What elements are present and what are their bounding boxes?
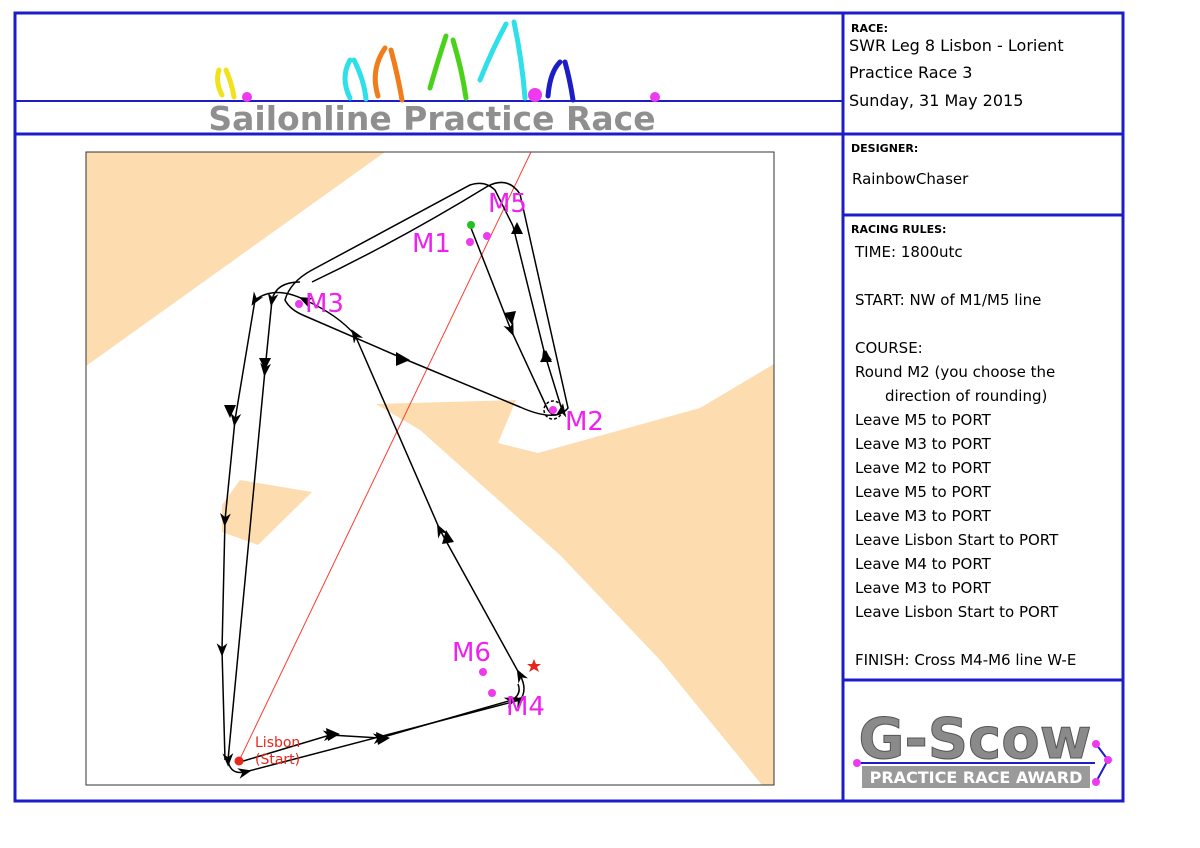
m6-buoy-icon	[479, 668, 487, 676]
sail-orange-icon	[372, 45, 405, 103]
rules-course-item: Leave Lisbon Start to PORT	[855, 603, 1059, 621]
start-label-line2: (Start)	[255, 752, 300, 768]
sail-green-icon	[427, 33, 469, 101]
sail-cyan-icon	[342, 57, 369, 102]
arrow-icon	[504, 311, 516, 325]
sail-yellow-icon	[215, 67, 237, 100]
race-line-2: Practice Race 3	[849, 63, 972, 82]
buoy-1-icon	[242, 92, 252, 102]
m3-buoy-icon	[295, 300, 303, 308]
land-north	[86, 152, 385, 366]
mark-label-m3: M3	[305, 289, 344, 319]
leg-m3-to-start	[216, 281, 528, 779]
mark-label-m2: M2	[565, 407, 604, 437]
sail-blue-icon	[545, 59, 576, 103]
map-border	[85, 151, 775, 786]
leg-start-to-m4	[239, 683, 520, 763]
buoy-3-icon	[650, 92, 660, 102]
rules-course-item: Leave Lisbon Start to PORT	[855, 531, 1059, 549]
award-subtitle: PRACTICE RACE AWARD	[870, 768, 1083, 787]
rules-course-item: Leave M2 to PORT	[855, 459, 992, 477]
rules-course-item: Leave M4 to PORT	[855, 555, 992, 573]
outer-frame	[13, 11, 1125, 803]
award-buoy-icon	[1092, 778, 1100, 786]
header-title: Sailonline Practice Race	[208, 99, 655, 138]
mark-label-m4: M4	[506, 692, 545, 722]
rules-finish: FINISH: Cross M4-M6 line W-E	[855, 651, 1076, 669]
rules-time: TIME: 1800utc	[854, 243, 963, 261]
arrow-icon	[511, 222, 523, 234]
arrow-icon	[396, 352, 410, 366]
m2-rounding-icon	[543, 400, 563, 420]
leg-m5-to-m3-outer	[284, 181, 569, 416]
award-buoy-icon	[1104, 756, 1112, 764]
award-logo: G-Scow PRACTICE RACE AWARD	[853, 707, 1112, 788]
rules-course-item: Round M2 (you choose the	[855, 363, 1055, 381]
mark-labels: M1 M5 M3 M2 M6 M4	[305, 189, 604, 722]
mark-label-m6: M6	[452, 638, 491, 668]
designer-name: RainbowChaser	[852, 170, 969, 188]
buoy-2-icon	[528, 88, 542, 102]
m5-buoy-icon	[483, 232, 491, 240]
sail-cyan-big-icon	[477, 19, 528, 101]
start-label-line1: Lisbon	[255, 735, 300, 751]
rules-course-item: Leave M3 to PORT	[855, 435, 992, 453]
m4-buoy-icon	[488, 689, 496, 697]
m2-buoy-icon	[549, 406, 557, 414]
rules-course-item: direction of rounding)	[885, 387, 1047, 405]
designer-heading: DESIGNER:	[851, 142, 918, 155]
mark-label-m5: M5	[488, 189, 527, 219]
sailboats-logo	[215, 19, 660, 103]
race-line-1: SWR Leg 8 Lisbon - Lorient	[849, 36, 1064, 55]
route-arrows	[224, 222, 552, 745]
mark-label-m1: M1	[412, 229, 451, 259]
rules-course-item: Leave M5 to PORT	[855, 483, 992, 501]
m1-buoy-icon	[466, 238, 474, 246]
award-subtitle-bar	[862, 766, 1090, 788]
rules-course-item: Leave M5 to PORT	[855, 411, 992, 429]
award-logo-title: G-Scow	[859, 707, 1092, 772]
race-heading: RACE:	[851, 22, 888, 35]
rules-heading: RACING RULES:	[851, 223, 946, 236]
arrow-icon	[259, 358, 271, 370]
course-map: M1 M5 M3 M2 M6 M4 Lisbon (Start)	[85, 151, 775, 786]
arrow-icon	[326, 728, 340, 741]
lisbon-start-icon	[234, 756, 244, 766]
race-line-3: Sunday, 31 May 2015	[849, 91, 1023, 110]
arrow-icon	[224, 405, 236, 418]
start-buoy-icon	[467, 221, 475, 229]
arrow-icon	[376, 732, 390, 745]
rules-course-item: Leave M3 to PORT	[855, 507, 992, 525]
arrow-icon	[540, 350, 552, 362]
arrow-icon	[442, 530, 454, 544]
rules-course-heading: COURSE:	[855, 339, 923, 357]
marks	[234, 221, 563, 766]
finish-star-icon	[527, 659, 541, 672]
rules-course-item: Leave M3 to PORT	[855, 579, 992, 597]
rules-start: START: NW of M1/M5 line	[855, 291, 1041, 309]
award-buoy-icon	[853, 759, 861, 767]
award-buoy-icon	[1092, 740, 1100, 748]
